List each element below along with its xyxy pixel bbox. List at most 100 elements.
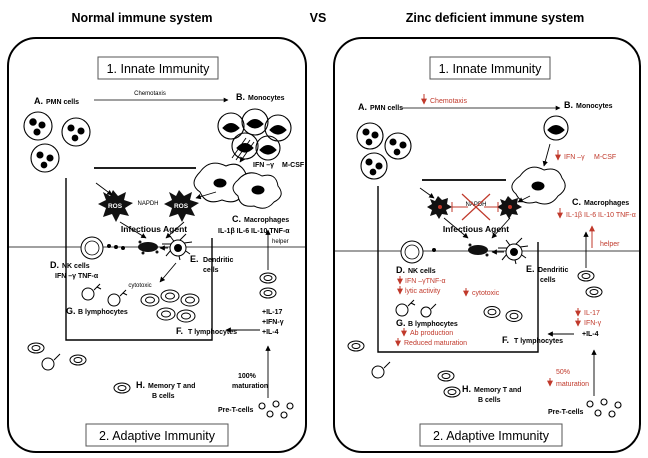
ros-agent-arrow-zinc-2: [491, 217, 511, 239]
nk-label-zinc: NK cells: [408, 268, 436, 275]
nadph-label: NAPDH: [137, 201, 158, 207]
monocyte-icon: [217, 108, 292, 161]
macrophages-letter-zinc: C.: [572, 197, 581, 207]
nk-label: NK cells: [62, 263, 90, 270]
pmn-cell-icon-zinc: [356, 122, 412, 180]
nk-cell-icon: [80, 236, 125, 260]
ab-production-label: Ab production: [410, 330, 453, 337]
infectious-agent-icon-zinc: [468, 243, 489, 257]
nk-cell-icon-zinc: [400, 240, 436, 264]
header-vs: VS: [310, 11, 327, 25]
panel-zinc: 1. Innate Immunity Chemotaxis A. PMN cel…: [333, 37, 641, 453]
ros-agent-arrow-2: [165, 221, 185, 239]
b-lymphocyte-icon-zinc: [395, 299, 437, 318]
memory-label-zinc-2: B cells: [478, 397, 501, 404]
b-lymphocyte-icon: [81, 283, 128, 307]
monocytes-letter: B.: [236, 92, 245, 102]
pmn-label-zinc: PMN cells: [370, 105, 403, 112]
maturation-pct-zinc: 50%: [556, 369, 570, 376]
innate-box-zinc: [429, 56, 551, 80]
infectious-agent-label-zinc: Infectious Agent: [443, 224, 509, 234]
nk-cytokines: IFN –γ TNF-α: [55, 273, 99, 280]
pmn-cell-icon: [23, 111, 91, 173]
infectious-agent-icon: [138, 240, 159, 255]
helper-label: helper: [272, 239, 289, 245]
adaptive-label-zinc: 2. Adaptive Immunity: [433, 429, 550, 443]
monocytes-letter-zinc: B.: [564, 100, 573, 110]
pmn-label: PMN cells: [46, 99, 79, 106]
b-lymph-letter-zinc: G.: [396, 318, 406, 328]
mac-ros-arrow-zinc: [517, 195, 531, 203]
ifn-label-zinc: IFN –γ: [564, 154, 585, 161]
ifn-label: IFN –γ: [253, 162, 274, 169]
dendritic-letter-zinc: E.: [526, 264, 535, 274]
memory-letter-zinc: H.: [462, 384, 471, 394]
macrophage-icon-zinc: [511, 166, 566, 205]
t-lymphocyte-icon: [140, 289, 200, 323]
il17-label-zinc: IL-17: [584, 310, 600, 317]
t-cell-stack-icon: [259, 272, 277, 299]
panel-normal: 1. Innate Immunity Chemotaxis A. PMN cel…: [7, 37, 307, 453]
header-normal: Normal immune system: [71, 11, 212, 25]
panel-frame: [7, 37, 307, 453]
monocyte-icon-zinc: [543, 115, 569, 141]
dendritic-letter: E.: [190, 254, 199, 264]
mono-mac-arrow-c: [239, 141, 255, 163]
dendritic-cell-icon-zinc: [498, 237, 529, 265]
dendritic-label-1: Dendritic: [203, 257, 233, 264]
helper-label-zinc: helper: [600, 241, 620, 248]
free-cells-icon: [27, 342, 131, 394]
cross-line-2: [461, 193, 491, 221]
t-lymph-label-zinc: T lymphocytes: [514, 338, 563, 345]
dc-t-arrow: [159, 262, 177, 283]
mono-mac-arrow-b: [235, 139, 251, 161]
pmn-letter-zinc: A.: [358, 102, 367, 112]
t-lymph-letter: F.: [176, 326, 183, 336]
chemotaxis-label-zinc: Chemotaxis: [430, 98, 467, 105]
panel-frame-zinc: [333, 37, 641, 453]
macrophage-cytokines: IL-1β IL-6 IL-10 TNF-α: [218, 228, 290, 235]
cytotoxic-label-zinc: cytotoxic: [472, 290, 500, 297]
dendritic-cell-icon: [162, 233, 193, 261]
b-lymph-label: B lymphocytes: [78, 309, 128, 316]
dendritic-label-zinc-2: cells: [540, 277, 556, 284]
adaptive-box: [85, 423, 229, 447]
macrophages-letter: C.: [232, 214, 241, 224]
ros-text-2: ROS: [174, 203, 189, 210]
mcsf-label-zinc: M-CSF: [594, 154, 616, 161]
cytotoxic-label: cytotoxic: [128, 283, 151, 289]
pre-t-cells-icon-zinc: [586, 398, 622, 418]
adaptive-inner-box-zinc: [377, 186, 539, 353]
infectious-agent-label: Infectious Agent: [121, 224, 187, 234]
mcsf-label: M-CSF: [282, 162, 305, 169]
il4-label-zinc: +IL-4: [582, 331, 599, 338]
pmn-ros-arrow: [95, 182, 113, 196]
adaptive-inner-box: [65, 178, 213, 341]
il17-label: +IL-17: [262, 309, 283, 316]
header-zinc: Zinc deficient immune system: [406, 11, 585, 25]
adaptive-box-zinc: [419, 423, 563, 447]
pmn-letter: A.: [34, 96, 43, 106]
monocytes-label: Monocytes: [248, 95, 285, 102]
il4-label: +IL-4: [262, 329, 279, 336]
nk-lytic-label: lytic activity: [405, 288, 441, 295]
mono-mac-arrow-zinc: [542, 143, 551, 167]
mac-ros-arrow: [195, 191, 217, 200]
ros-burst-icon-zinc: [427, 196, 522, 219]
macrophages-label: Macrophages: [244, 217, 289, 224]
macrophage-cytokines-zinc: IL-1β IL-6 IL-10 TNF-α: [566, 212, 636, 219]
t-lymph-letter-zinc: F.: [502, 335, 509, 345]
innate-label: 1. Innate Immunity: [107, 62, 211, 76]
b-lymph-label-zinc: B lymphocytes: [408, 321, 458, 328]
ros-burst-icon: ROS ROS: [98, 190, 199, 222]
ros-agent-arrow-zinc-1: [443, 217, 469, 239]
monocytes-label-zinc: Monocytes: [576, 103, 613, 110]
dendritic-label-zinc-1: Dendritic: [538, 267, 568, 274]
macrophage-icon: [193, 162, 282, 209]
mono-mac-arrow-a: [231, 137, 247, 159]
pre-t-label-zinc: Pre-T-cells: [548, 409, 584, 416]
t-cell-stack-icon-zinc: [577, 270, 603, 298]
pmn-ros-arrow-zinc: [419, 187, 435, 199]
maturation-pct: 100%: [238, 373, 257, 380]
